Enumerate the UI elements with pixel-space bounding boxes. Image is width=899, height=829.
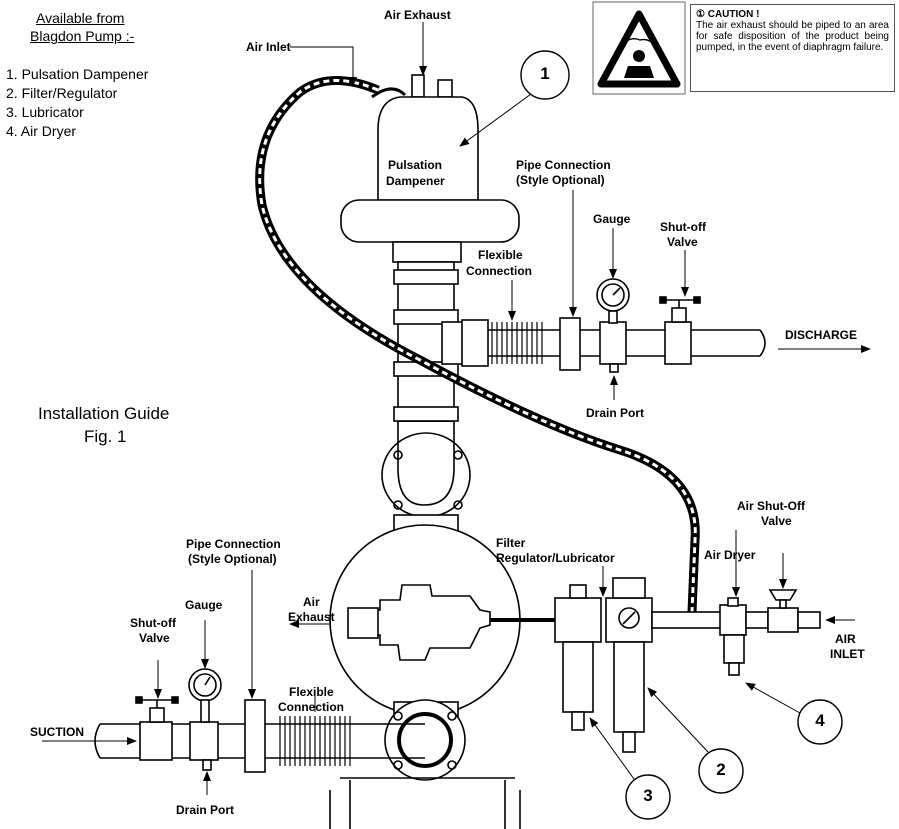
label-air-exhaust-mid-line2: Exhaust	[288, 610, 335, 624]
label-flexible-bottom-line2: Connection	[278, 700, 344, 714]
callout-number: 1	[540, 64, 550, 83]
label-air-inlet-right-line2: INLET	[830, 647, 865, 661]
label-pipe-connection-top-line2: (Style Optional)	[516, 173, 605, 187]
callout-circles	[520, 50, 843, 820]
leader-lines	[42, 22, 871, 795]
label-drain-port-bottom: Drain Port	[176, 803, 235, 817]
label-shutoff-top-line1: Shut-off	[660, 220, 706, 234]
air-supply-train	[554, 577, 821, 753]
label-air-dryer: Air Dryer	[704, 548, 756, 562]
availability-item: 4. Air Dryer	[6, 123, 77, 139]
callout-number: 2	[716, 760, 726, 779]
label-shutoff-bottom-line2: Valve	[139, 631, 170, 645]
label-flexible-bottom-line1: Flexible	[289, 685, 334, 699]
discharge-line	[441, 278, 766, 373]
caution-title: ① CAUTION !	[696, 9, 760, 20]
availability-heading-line2: Blagdon Pump :-	[30, 28, 135, 44]
availability-item: 3. Lubricator	[6, 104, 84, 120]
label-gauge-top: Gauge	[593, 212, 631, 226]
label-pipe-connection-bottom-line2: (Style Optional)	[188, 552, 277, 566]
label-pipe-connection-bottom-line1: Pipe Connection	[186, 537, 281, 551]
availability-item: 2. Filter/Regulator	[6, 85, 118, 101]
availability-heading-line1: Available from	[36, 10, 125, 26]
label-pulsation-line1: Pulsation	[388, 158, 443, 172]
label-pipe-connection-top-line1: Pipe Connection	[516, 158, 611, 172]
discharge-riser	[381, 261, 471, 546]
caution-body: The air exhaust should be piped to an ar…	[696, 20, 889, 53]
availability-item: 1. Pulsation Dampener	[6, 66, 149, 82]
label-flexible-top-line1: Flexible	[478, 248, 523, 262]
label-air-shutoff-line1: Air Shut-Off	[737, 499, 805, 513]
figure-caption-line1: Installation Guide	[38, 404, 170, 423]
pump-body	[329, 524, 560, 829]
label-suction: SUCTION	[30, 725, 84, 739]
label-air-exhaust-mid-line1: Air	[303, 595, 320, 609]
label-pulsation-line2: Dampener	[386, 174, 445, 188]
label-filter-line1: Filter	[496, 536, 526, 550]
caution-box: ① CAUTION ! The air exhaust should be pi…	[690, 4, 895, 92]
label-gauge-bottom: Gauge	[185, 598, 223, 612]
suction-line	[94, 668, 425, 773]
label-air-shutoff-line2: Valve	[761, 514, 792, 528]
label-discharge: DISCHARGE	[785, 328, 858, 342]
label-shutoff-bottom-line1: Shut-off	[130, 616, 176, 630]
label-drain-port-top: Drain Port	[586, 406, 645, 420]
callout-number: 3	[643, 786, 653, 805]
callout-number: 4	[815, 711, 825, 730]
label-air-exhaust-top: Air Exhaust	[384, 8, 451, 22]
pulsation-dampener	[340, 74, 520, 263]
label-filter-line2: Regulator/Lubricator	[496, 551, 615, 565]
label-flexible-top-line2: Connection	[466, 264, 532, 278]
label-air-inlet-right-line1: AIR	[835, 632, 856, 646]
label-shutoff-top-line2: Valve	[667, 235, 698, 249]
label-air-inlet-top: Air Inlet	[246, 40, 291, 54]
figure-caption-line2: Fig. 1	[84, 427, 127, 446]
caution-pictogram	[592, 1, 686, 95]
